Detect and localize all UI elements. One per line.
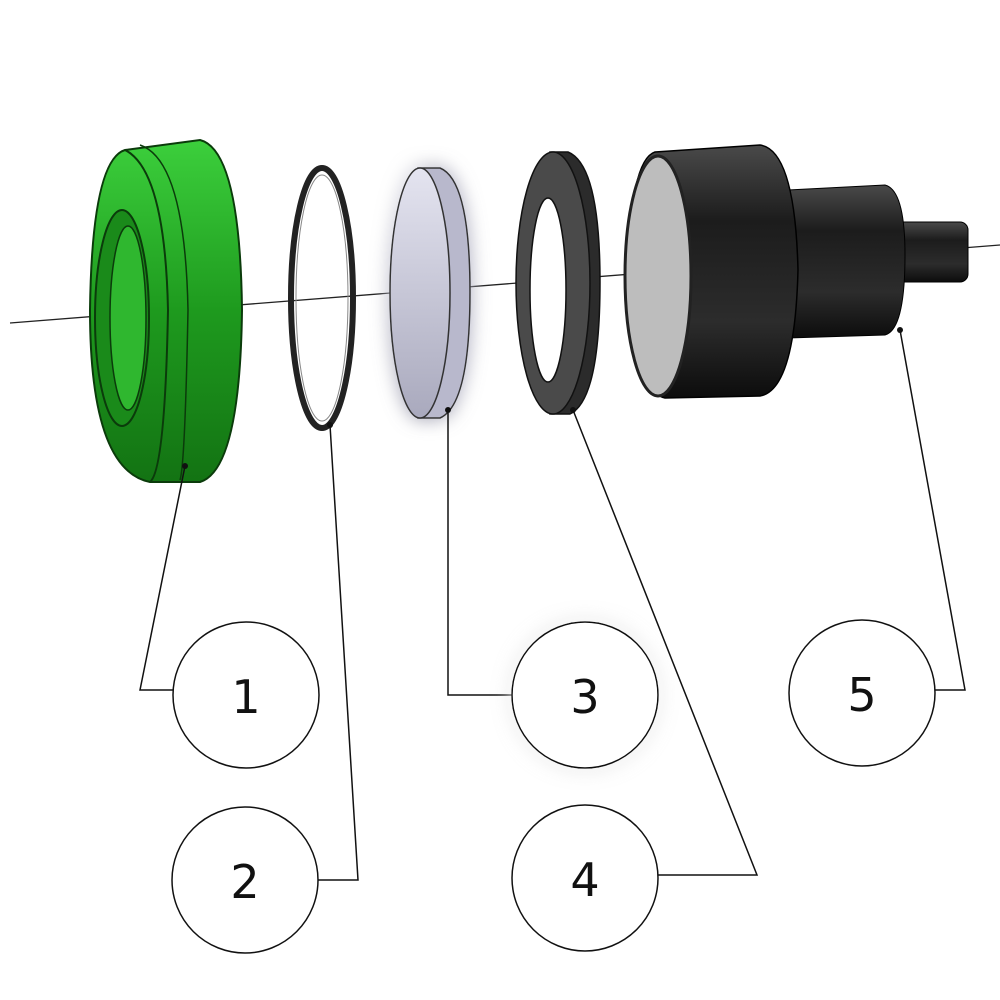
part-2-o-ring <box>288 165 356 431</box>
leader-line-3 <box>447 410 512 696</box>
balloon-3: 3 <box>511 621 659 769</box>
part-5-threaded-body <box>623 144 969 399</box>
balloon-label: 2 <box>230 855 259 909</box>
balloon-label: 4 <box>570 853 599 907</box>
part-3-disc <box>389 167 471 419</box>
balloon-label: 5 <box>847 668 876 722</box>
balloon-2: 2 <box>171 806 319 954</box>
leader-line-4 <box>572 409 759 876</box>
leader-lines <box>139 329 966 881</box>
leader-line-5 <box>899 329 966 691</box>
part-4-washer <box>515 151 601 415</box>
balloon-label: 1 <box>231 670 260 724</box>
part-1-green-ring <box>88 138 244 483</box>
leader-line-1 <box>139 465 186 691</box>
balloon-1: 1 <box>172 621 320 769</box>
leader-line-2 <box>318 424 359 881</box>
balloon-5: 5 <box>788 619 936 767</box>
balloon-label: 3 <box>570 670 599 724</box>
balloon-4: 4 <box>511 804 659 952</box>
